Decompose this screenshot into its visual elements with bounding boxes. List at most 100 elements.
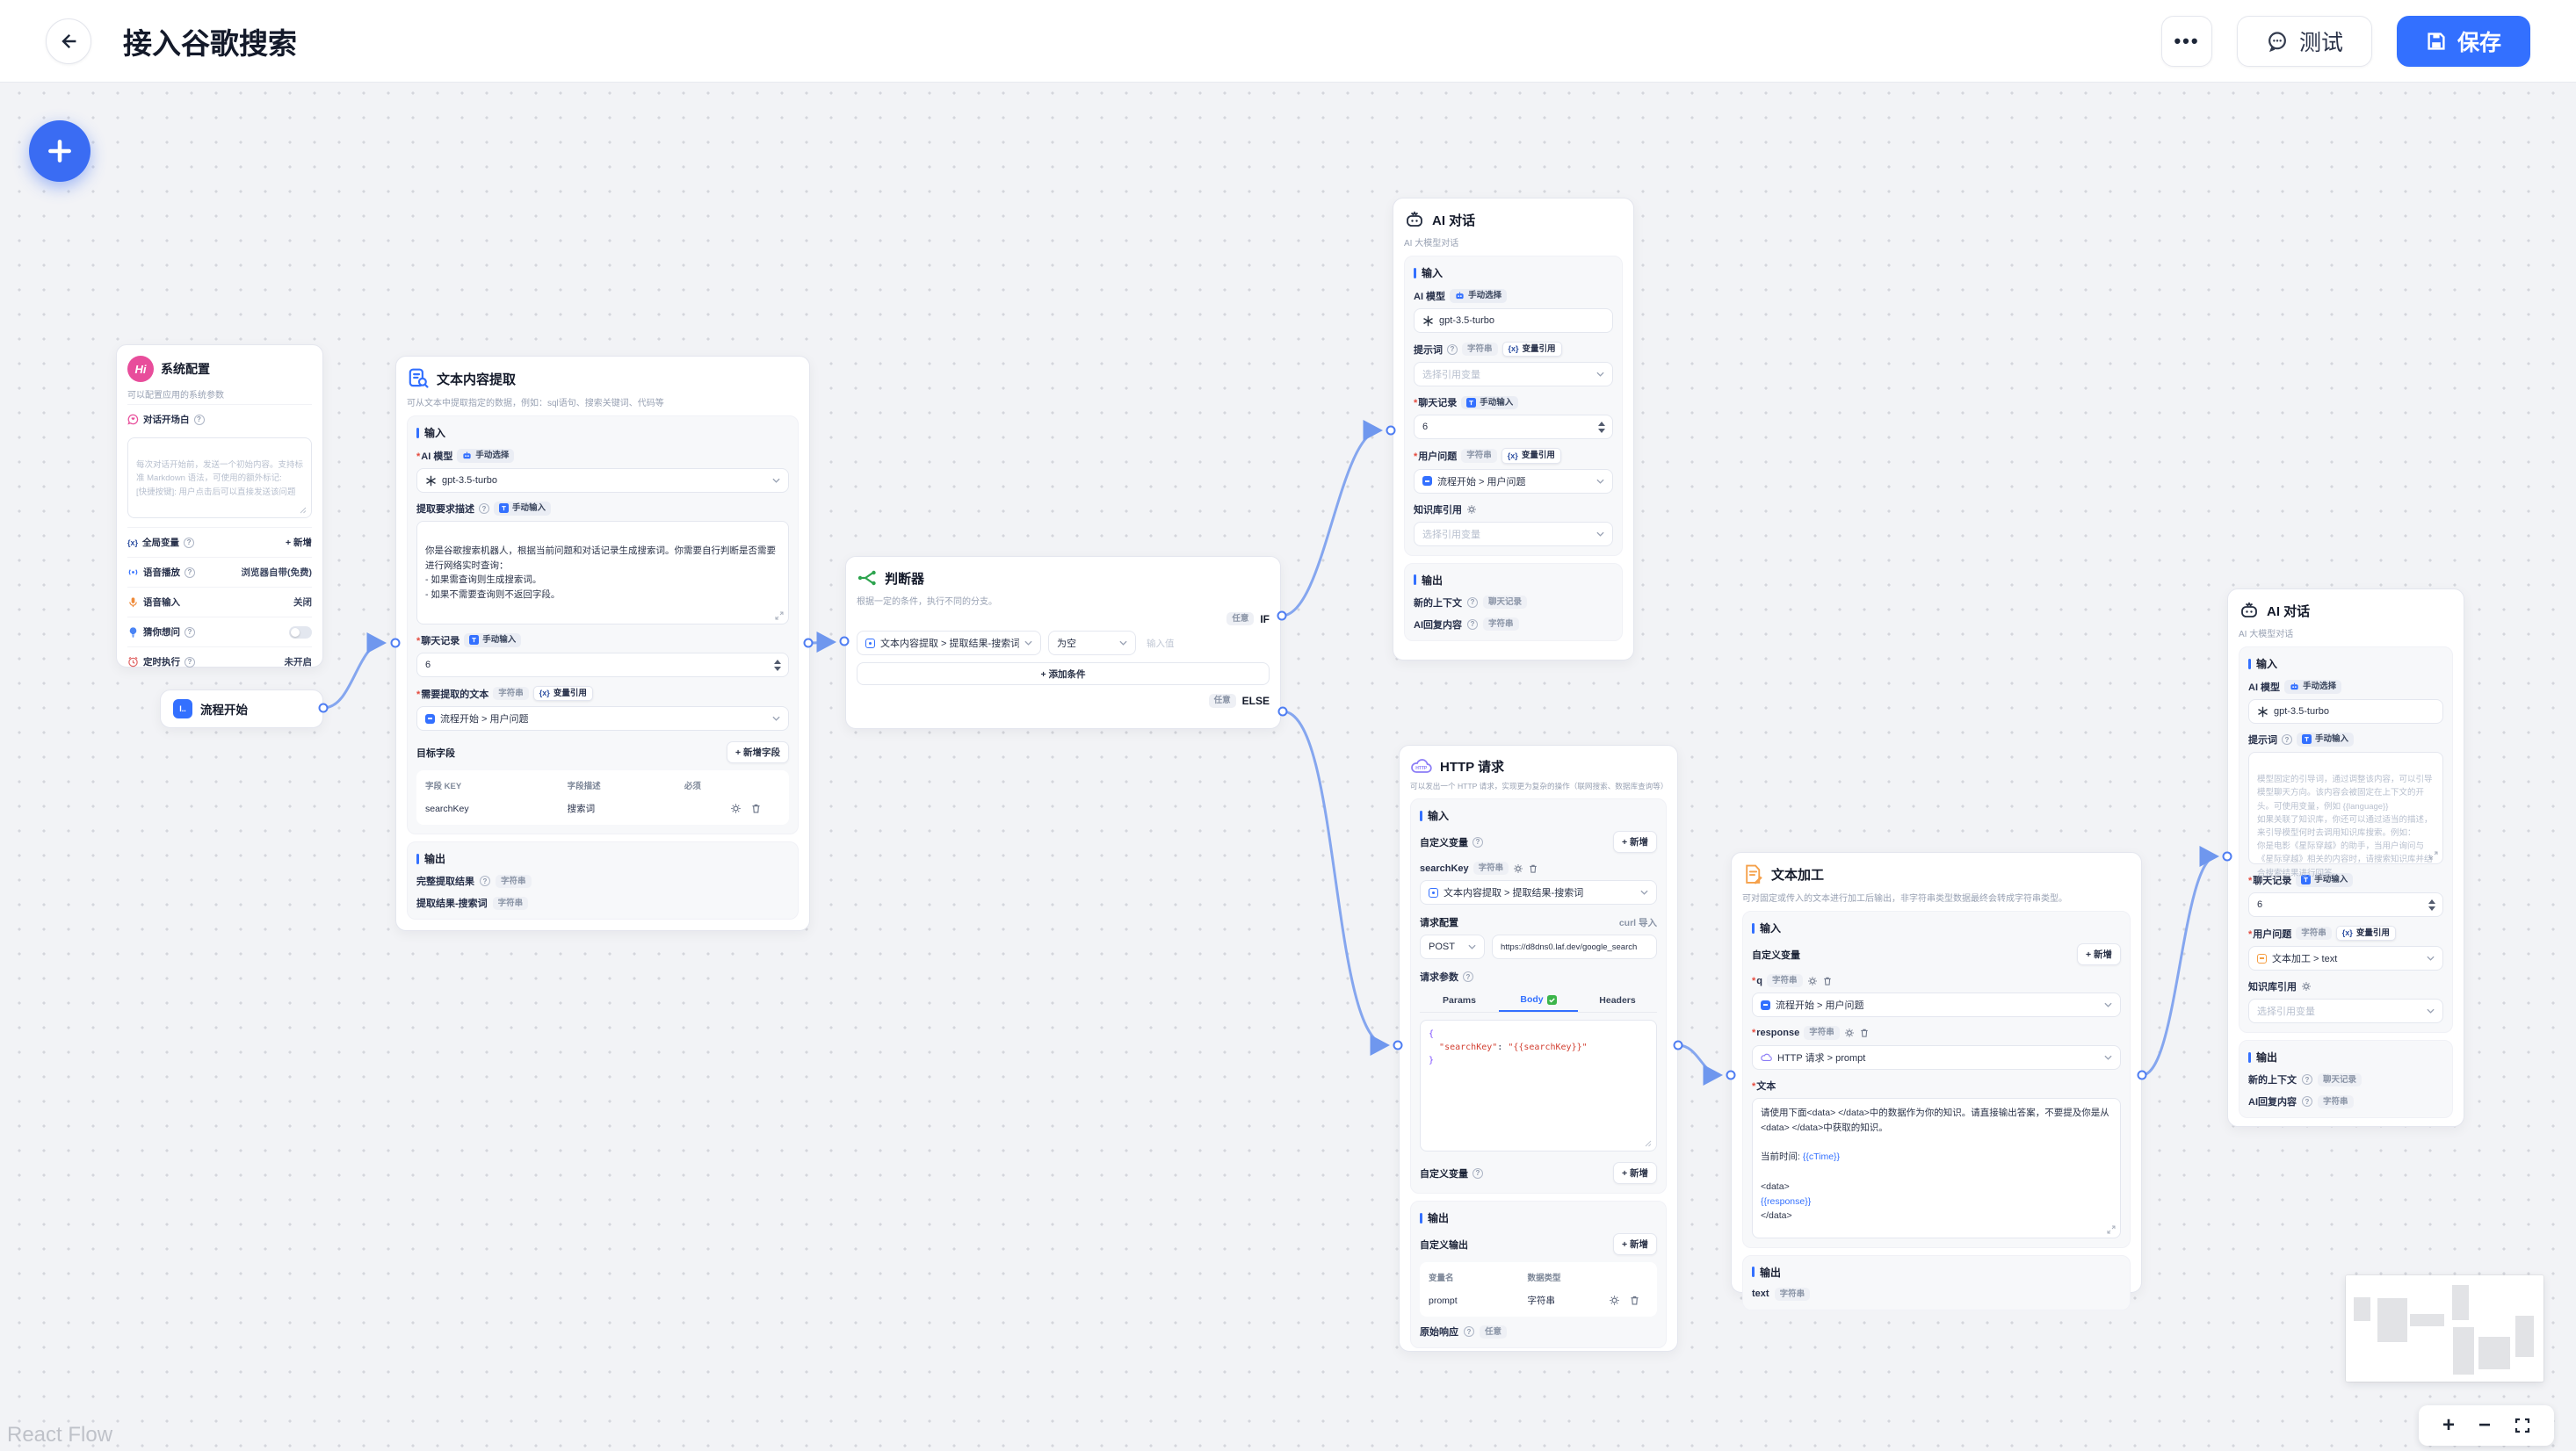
connection-handle[interactable] — [803, 638, 814, 648]
node-text-process[interactable]: 文本加工 可对固定或传入的文本进行加工后输出，非字符串类型数据最终会转成字符串类… — [1731, 852, 2142, 1311]
connection-handle[interactable] — [1277, 610, 1287, 621]
expand-icon[interactable] — [2429, 851, 2438, 860]
node-ai-chat-2[interactable]: AI 对话 AI 大模型对话 输入 AI 模型 手动选择 gpt-3.5-tur… — [2227, 588, 2464, 1127]
add-node-button[interactable] — [29, 120, 90, 182]
help-icon[interactable]: ? — [479, 503, 489, 514]
chat-history-rounds-input[interactable]: 6 — [416, 653, 789, 677]
kb-ref-select[interactable]: 选择引用变量 — [1414, 521, 1613, 546]
condition-variable-select[interactable]: 文本内容提取 > 提取结果-搜索词 — [857, 631, 1041, 656]
response-ref-select[interactable]: HTTP 请求 > prompt — [1752, 1044, 2121, 1070]
help-icon[interactable]: ? — [184, 537, 195, 548]
text-template-textarea[interactable]: 请使用下面<data> </data>中的数据作为你的知识。请直接输出答案，不要… — [1752, 1097, 2121, 1238]
connection-handle[interactable] — [2137, 1070, 2147, 1080]
resize-handle-icon[interactable] — [1645, 1140, 1652, 1147]
gear-icon[interactable] — [2301, 981, 2312, 992]
connection-handle[interactable] — [1673, 1040, 1683, 1050]
trash-icon[interactable] — [1859, 1028, 1870, 1038]
connection-handle[interactable] — [390, 638, 401, 648]
url-input[interactable]: https://d8dns0.laf.dev/google_search — [1492, 935, 1657, 960]
help-icon[interactable]: ? — [2302, 1074, 2312, 1086]
connection-handle[interactable] — [1277, 706, 1288, 717]
test-button[interactable]: 测试 — [2237, 15, 2372, 67]
model-select[interactable]: gpt-3.5-turbo — [1414, 308, 1613, 333]
stt-value[interactable]: 关闭 — [293, 597, 312, 608]
connection-handle[interactable] — [1393, 1040, 1403, 1050]
fullscreen-button[interactable] — [2514, 1418, 2530, 1433]
schedule-value[interactable]: 未开启 — [284, 657, 313, 668]
add-var-button[interactable]: + 新增 — [1612, 1162, 1657, 1185]
node-text-extract[interactable]: 文本内容提取 可从文本中提取指定的数据，例如：sql语句、搜索关键词、代码等 输… — [395, 356, 810, 931]
trash-icon[interactable] — [750, 803, 762, 814]
connection-handle[interactable] — [839, 636, 850, 646]
kb-ref-select[interactable]: 选择引用变量 — [2248, 999, 2443, 1024]
trash-icon[interactable] — [1822, 976, 1833, 986]
add-field-button[interactable]: + 新增字段 — [726, 741, 789, 764]
help-icon[interactable]: ? — [1473, 836, 1483, 848]
gear-icon[interactable] — [1513, 863, 1523, 874]
var-ref-badge[interactable]: {x}变量引用 — [2335, 926, 2396, 942]
var-ref-badge[interactable]: {x}变量引用 — [1501, 448, 1561, 464]
connection-handle[interactable] — [1386, 425, 1396, 436]
add-condition-button[interactable]: + 添加条件 — [857, 662, 1270, 686]
help-icon[interactable]: ? — [1467, 618, 1478, 630]
user-question-select[interactable]: 文本加工 > text — [2248, 946, 2443, 971]
prompt-textarea[interactable]: 模型固定的引导词，通过调整该内容，可以引导模型聊天方向。该内容会被固定在上下文的… — [2248, 752, 2443, 878]
add-var-button[interactable]: + 新增 — [1612, 831, 1657, 853]
gear-icon[interactable] — [730, 803, 742, 814]
help-icon[interactable]: ? — [1467, 596, 1478, 608]
connection-handle[interactable] — [318, 703, 329, 713]
guess-toggle[interactable] — [289, 625, 312, 639]
condition-value-input[interactable]: 输入值 — [1147, 638, 1175, 649]
minimap[interactable] — [2346, 1275, 2543, 1382]
connection-handle[interactable] — [1726, 1070, 1736, 1080]
gear-icon[interactable] — [1844, 1028, 1855, 1038]
save-button[interactable]: 保存 — [2397, 15, 2530, 67]
more-menu-button[interactable]: ••• — [2161, 15, 2212, 67]
back-button[interactable] — [46, 18, 91, 64]
help-icon[interactable]: ? — [1463, 971, 1473, 983]
trash-icon[interactable] — [1528, 863, 1538, 874]
method-select[interactable]: POST — [1420, 935, 1485, 960]
add-global-var-button[interactable]: + 新增 — [285, 538, 312, 548]
node-ai-chat[interactable]: AI 对话 AI 大模型对话 输入 AI 模型 手动选择 gpt-3.5-tur… — [1393, 198, 1634, 661]
tts-value[interactable]: 浏览器自带(免费) — [241, 567, 313, 578]
gear-icon[interactable] — [1609, 1295, 1620, 1306]
q-ref-select[interactable]: 流程开始 > 用户问题 — [1752, 993, 2121, 1018]
chat-history-rounds-input[interactable]: 6 — [2248, 892, 2443, 917]
help-icon[interactable]: ? — [1473, 1167, 1483, 1179]
connection-handle[interactable] — [2222, 851, 2232, 862]
help-icon[interactable]: ? — [2302, 1096, 2312, 1108]
help-icon[interactable]: ? — [1447, 343, 1458, 355]
prompt-var-select[interactable]: 选择引用变量 — [1414, 362, 1613, 387]
help-icon[interactable]: ? — [193, 414, 205, 425]
zoom-out-button[interactable]: − — [2478, 1413, 2491, 1437]
var-ref-select[interactable]: 文本内容提取 > 提取结果-搜索词 — [1420, 880, 1657, 906]
add-var-button[interactable]: + 新增 — [2076, 943, 2121, 965]
opening-textarea[interactable]: 每次对话开始前，发送一个初始内容。支持标准 Markdown 语法，可使用的额外… — [127, 437, 312, 518]
tab-body[interactable]: Body — [1499, 989, 1578, 1013]
help-icon[interactable]: ? — [185, 656, 195, 668]
node-flow-start[interactable]: I.. 流程开始 — [160, 689, 323, 728]
expand-icon[interactable] — [775, 611, 784, 620]
number-steppers[interactable] — [2428, 893, 2435, 916]
node-classifier[interactable]: 判断器 根据一定的条件，执行不同的分支。 任意 IF 文本内容提取 > 提取结果… — [845, 556, 1281, 729]
resize-handle-icon[interactable] — [300, 507, 307, 514]
help-icon[interactable]: ? — [1464, 1326, 1474, 1338]
help-icon[interactable]: ? — [2282, 734, 2292, 745]
user-question-select[interactable]: 流程开始 > 用户问题 — [1414, 468, 1613, 494]
node-system-config[interactable]: Hi 系统配置 可以配置应用的系统参数 对话开场白 ? 每次对话开始前，发送一个… — [116, 344, 323, 668]
body-code-editor[interactable]: { "searchKey": "{{searchKey}}" } — [1420, 1020, 1657, 1152]
tab-params[interactable]: Params — [1443, 995, 1476, 1007]
number-steppers[interactable] — [1598, 415, 1605, 438]
var-ref-badge[interactable]: {x}变量引用 — [1501, 342, 1562, 357]
zoom-in-button[interactable]: + — [2442, 1413, 2455, 1437]
help-icon[interactable]: ? — [185, 626, 195, 638]
extract-prompt-textarea[interactable]: 你是谷歌搜索机器人，根据当前问题和对话记录生成搜索词。你需要自行判断是否需要进行… — [416, 521, 789, 624]
model-select[interactable]: gpt-3.5-turbo — [416, 468, 789, 493]
source-ref-select[interactable]: 流程开始 > 用户问题 — [416, 706, 789, 732]
node-http-request[interactable]: HTTP HTTP 请求 可以发出一个 HTTP 请求，实现更为复杂的操作（联网… — [1399, 745, 1678, 1352]
trash-icon[interactable] — [1629, 1295, 1640, 1306]
expand-icon[interactable] — [2107, 1225, 2116, 1234]
curl-import-button[interactable]: curl 导入 — [1618, 917, 1657, 928]
